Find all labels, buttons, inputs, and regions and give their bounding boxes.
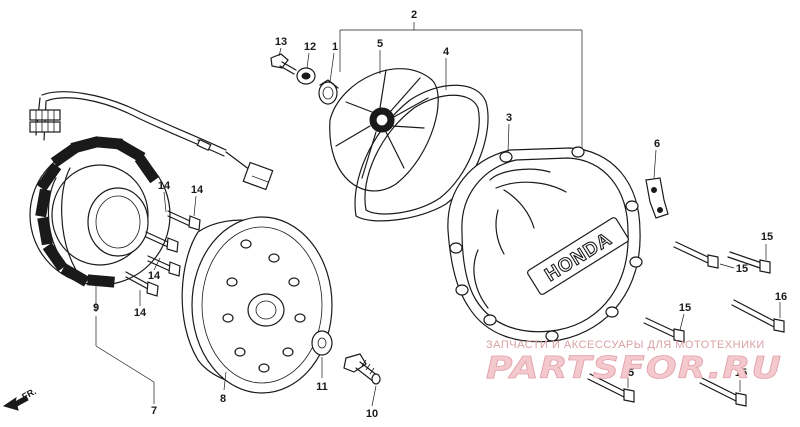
wire-clamp-bracket [645, 177, 669, 219]
callout-13: 13 [275, 36, 287, 48]
callout-12: 12 [304, 41, 316, 53]
callout-8: 8 [220, 393, 226, 405]
callout-5: 5 [377, 38, 383, 50]
callout-14-d: 14 [134, 307, 147, 319]
callout-1: 1 [332, 41, 338, 53]
callout-2: 2 [411, 9, 417, 21]
callout-10: 10 [366, 408, 378, 420]
callout-14-c: 14 [148, 270, 161, 282]
watermark-tagline: ЗАПЧАСТИ И АКСЕССУАРЫ ДЛЯ МОТОТЕХНИКИ [486, 339, 765, 351]
callout-15-b: 15 [736, 263, 748, 275]
callout-14-a: 14 [158, 180, 171, 192]
callout-numbers: 2 13 12 1 5 4 3 6 14 14 14 14 9 7 8 11 1… [93, 9, 787, 420]
callout-leaders [95, 47, 781, 407]
cover-gasket [354, 84, 489, 222]
cover-insulator-plate [329, 68, 439, 192]
flywheel-bolt [343, 353, 381, 385]
front-direction-label: FR. [20, 386, 37, 402]
callout-11: 11 [316, 381, 328, 393]
callout-6: 6 [654, 138, 660, 150]
cap-washer [296, 67, 316, 85]
watermark-site: PARTSFOR.RU [486, 351, 782, 386]
stator-bolts [125, 210, 201, 297]
callout-15-c: 15 [679, 302, 691, 314]
front-direction-indicator: FR. [2, 386, 38, 411]
callout-15-a: 15 [761, 231, 773, 243]
callout-7: 7 [151, 405, 157, 417]
cap-bolt [270, 53, 297, 75]
flywheel-rotor [181, 216, 333, 394]
callout-14-b: 14 [191, 184, 204, 196]
callout-15-d: 15 [622, 367, 634, 379]
stator-coil-assembly [29, 91, 274, 288]
callout-15-e: 15 [735, 367, 747, 379]
callout-16: 16 [775, 291, 787, 303]
left-crankcase-cover: HONDA [447, 146, 643, 343]
callout-4: 4 [443, 46, 450, 58]
oil-seal [318, 79, 339, 105]
cover-bolts [587, 241, 785, 407]
callout-9: 9 [93, 302, 99, 314]
flywheel-washer [311, 330, 333, 356]
watermark: ЗАПЧАСТИ И АКСЕССУАРЫ ДЛЯ МОТОТЕХНИКИ PA… [486, 339, 782, 386]
callout-3: 3 [506, 112, 512, 124]
